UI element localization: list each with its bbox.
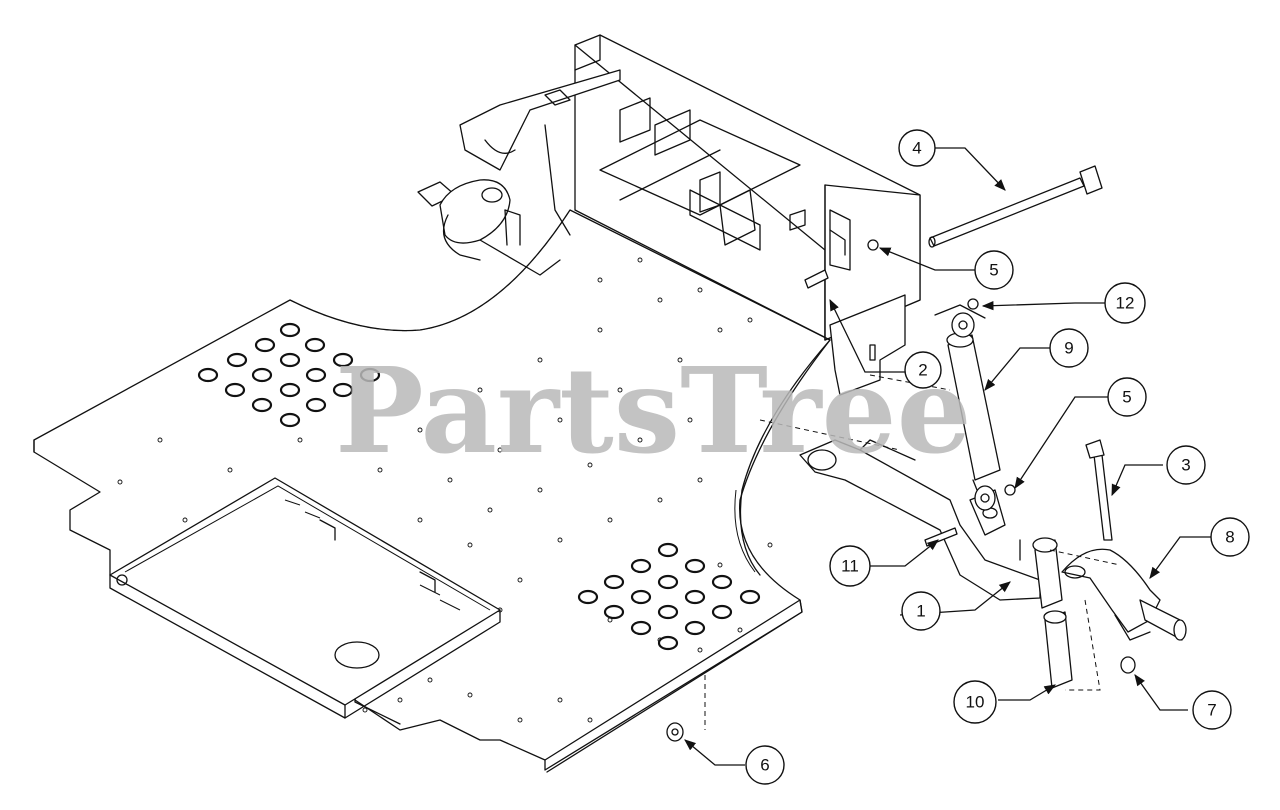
- callout-2[interactable]: 2: [904, 351, 942, 389]
- callout-7-label: 7: [1207, 701, 1216, 720]
- watermark: PartsTree: [335, 341, 972, 480]
- callout-11-label: 11: [841, 557, 859, 576]
- rear-tower: [417, 34, 921, 396]
- pan-bolt-holes: [117, 257, 773, 723]
- callout-12-label: 12: [1116, 294, 1135, 313]
- callout-3[interactable]: 3: [1166, 445, 1206, 485]
- callout-4-label: 4: [912, 139, 921, 158]
- callout-4[interactable]: 4: [898, 129, 936, 167]
- callout-10-label: 10: [966, 693, 985, 712]
- callout-8[interactable]: 8: [1210, 517, 1250, 557]
- callout-1[interactable]: 1: [901, 591, 941, 631]
- callout-6-label: 6: [760, 756, 769, 775]
- small-hardware: [666, 239, 1136, 742]
- footrest-plate: [109, 477, 501, 719]
- callout-9[interactable]: 9: [1049, 328, 1089, 368]
- floor-pan: [33, 209, 831, 773]
- callout-8-label: 8: [1225, 528, 1234, 547]
- callout-9-label: 9: [1064, 339, 1073, 358]
- callout-5-lower[interactable]: 5: [1107, 377, 1147, 417]
- callout-3-label: 3: [1181, 456, 1190, 475]
- grip-ovals-left: [197, 322, 381, 428]
- callout-5-lower-label: 5: [1122, 388, 1131, 407]
- steering-arm-assembly: [799, 439, 1073, 689]
- bolt-long: [928, 165, 1103, 248]
- grip-ovals-right: [577, 542, 761, 651]
- bolt-vertical: [1085, 439, 1113, 541]
- shock-absorber: [934, 304, 1001, 511]
- spindle: [1049, 548, 1187, 641]
- callout-11[interactable]: 11: [829, 545, 871, 587]
- callout-12[interactable]: 12: [1104, 282, 1146, 324]
- callout-7[interactable]: 7: [1192, 690, 1232, 730]
- callout-1-label: 1: [916, 602, 925, 621]
- callout-5-upper[interactable]: 5: [974, 250, 1014, 290]
- callout-5-upper-label: 5: [989, 261, 998, 280]
- callout-2-label: 2: [918, 361, 927, 380]
- callout-10[interactable]: 10: [953, 680, 997, 724]
- callout-6[interactable]: 6: [745, 745, 785, 785]
